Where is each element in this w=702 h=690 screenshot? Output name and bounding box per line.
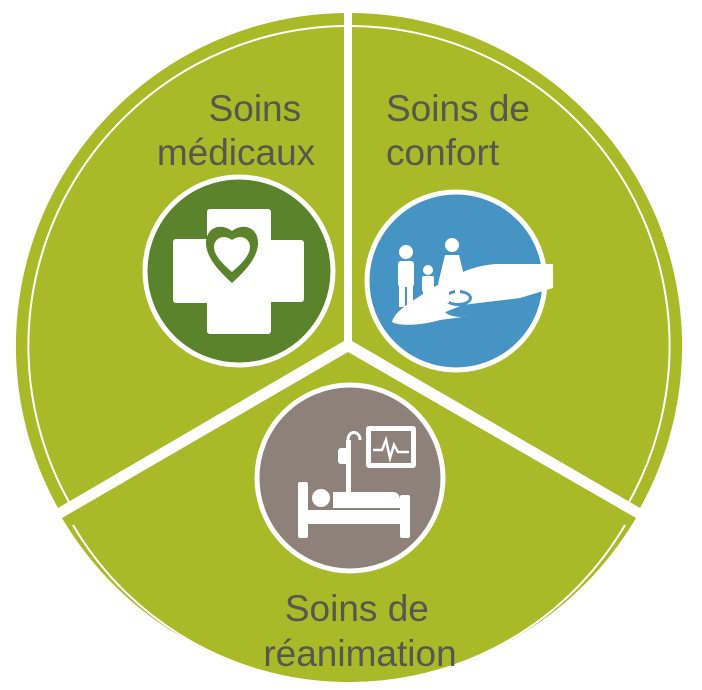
segment-comfort-label: Soins de confort	[386, 88, 540, 173]
segment-medical-label-line2: médicaux	[157, 132, 316, 173]
segment-medical-label-line1: Soins	[209, 88, 302, 129]
segment-icu-inner-ring	[72, 524, 626, 684]
segment-medical-label: Soins médicaux	[157, 88, 316, 173]
family-in-hand-icon	[392, 238, 553, 325]
icu-badge	[254, 382, 446, 574]
segment-comfort-label-line1: Soins de	[386, 88, 530, 129]
segment-icu-label: Soins de réanimation	[263, 588, 456, 674]
hospital-bed-monitor-icon	[298, 426, 416, 538]
segment-medical-inner-ring	[27, 25, 345, 503]
segment-icu-label-line1: Soins de	[285, 588, 429, 629]
comfort-badge	[364, 189, 553, 373]
segment-comfort-inner-ring	[351, 25, 671, 503]
segment-icu-label-line2: réanimation	[263, 633, 456, 674]
medical-cross-heart-icon	[173, 209, 304, 334]
segment-comfort-label-line2: confort	[386, 132, 500, 173]
medical-badge	[142, 174, 336, 368]
